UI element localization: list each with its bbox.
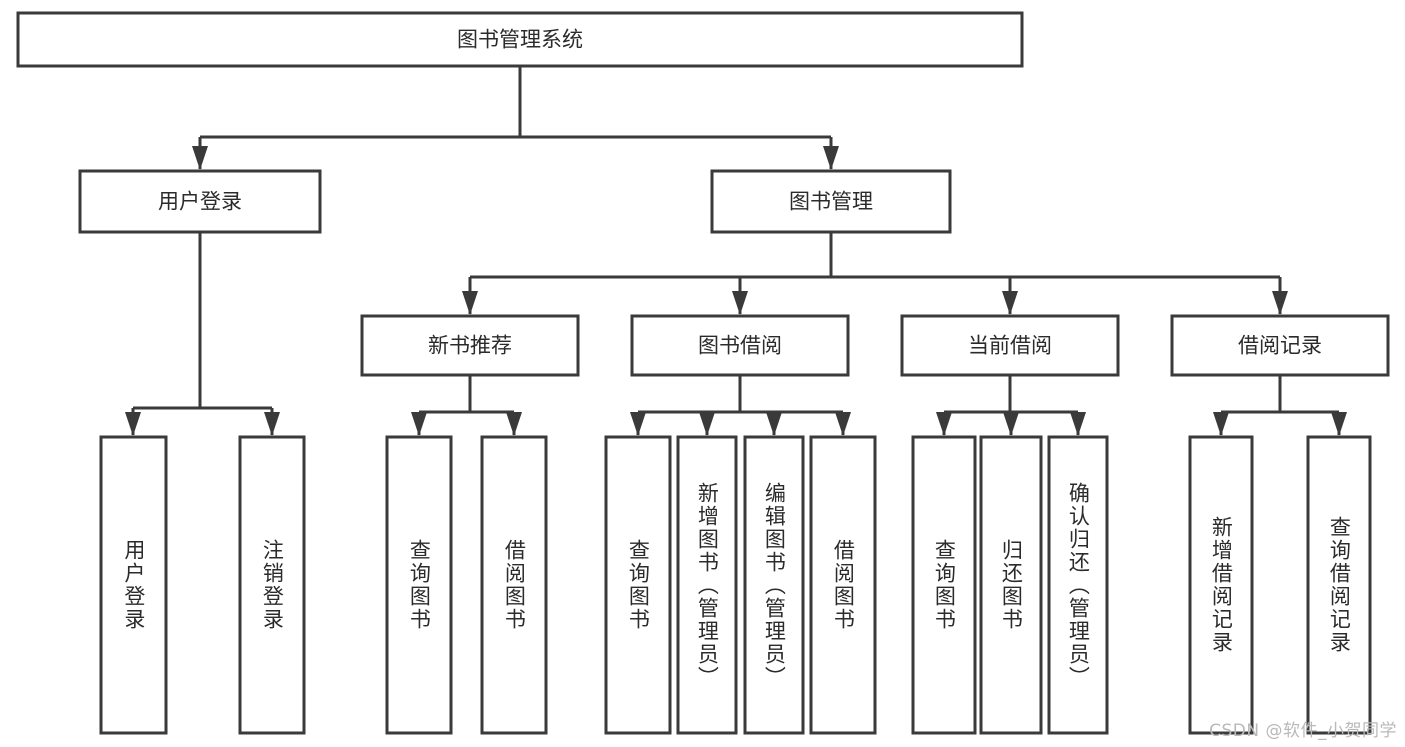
level3-node-label-借阅记录: 借阅记录 — [1238, 334, 1322, 358]
level2-node-用户登录[interactable] — [78, 169, 322, 234]
root-node-label-图书管理系统: 图书管理系统 — [457, 28, 583, 52]
leaf-node-查询图书[interactable] — [385, 435, 453, 735]
arrow-head-icon — [1272, 291, 1288, 315]
level3-node-借阅记录[interactable] — [1170, 314, 1390, 377]
leaf-node-查询图书[interactable] — [604, 435, 672, 735]
leaf-node-注销登录[interactable] — [238, 435, 306, 735]
root-node-图书管理系统[interactable] — [16, 11, 1024, 68]
box-layer — [16, 11, 1390, 735]
leaf-node-新增图书管理员[interactable] — [676, 435, 738, 735]
arrow-head-icon — [630, 412, 646, 436]
leaf-node-新增借阅记录[interactable] — [1188, 435, 1254, 735]
arrow-head-icon — [192, 146, 208, 170]
arrow-head-icon — [462, 291, 478, 315]
arrow-head-icon — [699, 412, 715, 436]
arrow-head-icon — [835, 412, 851, 436]
arrow-head-icon — [264, 412, 280, 436]
arrow-head-icon — [1213, 412, 1229, 436]
leaf-node-借阅图书[interactable] — [809, 435, 877, 735]
arrow-head-icon — [506, 412, 522, 436]
level3-node-当前借阅[interactable] — [900, 314, 1120, 377]
watermark-text: CSDN @软件_小贺同学 — [1209, 721, 1397, 741]
leaf-node-确认归还管理员[interactable] — [1047, 435, 1109, 735]
level3-node-label-新书推荐: 新书推荐 — [428, 334, 512, 358]
arrow-head-icon — [1002, 291, 1018, 315]
arrow-head-icon — [766, 412, 782, 436]
level2-node-label-用户登录: 用户登录 — [158, 190, 242, 214]
level3-node-新书推荐[interactable] — [360, 314, 580, 377]
arrow-head-icon — [411, 412, 427, 436]
level3-node-label-当前借阅: 当前借阅 — [968, 334, 1052, 358]
arrow-head-icon — [1003, 412, 1019, 436]
leaf-node-归还图书[interactable] — [979, 435, 1043, 735]
level2-node-label-图书管理: 图书管理 — [789, 190, 873, 214]
arrow-head-icon — [1070, 412, 1086, 436]
leaf-node-查询图书[interactable] — [911, 435, 977, 735]
arrow-head-icon — [1331, 412, 1347, 436]
leaf-node-借阅图书[interactable] — [480, 435, 548, 735]
leaf-node-用户登录[interactable] — [99, 435, 168, 735]
leaf-node-编辑图书管理员[interactable] — [743, 435, 805, 735]
arrow-head-icon — [125, 412, 141, 436]
level2-node-图书管理[interactable] — [710, 169, 952, 234]
level3-node-label-图书借阅: 图书借阅 — [698, 334, 782, 358]
arrow-head-icon — [936, 412, 952, 436]
arrow-head-icon — [732, 291, 748, 315]
connector-layer — [125, 66, 1347, 436]
level3-node-图书借阅[interactable] — [630, 314, 850, 377]
leaf-node-查询借阅记录[interactable] — [1306, 435, 1372, 735]
arrow-head-icon — [823, 146, 839, 170]
